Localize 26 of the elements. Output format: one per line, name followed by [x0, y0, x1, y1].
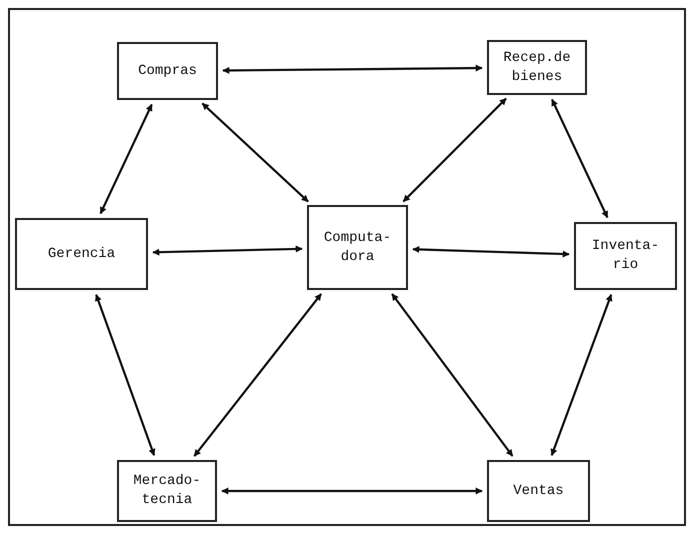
- box-label: Mercado- tecnia: [132, 472, 202, 510]
- double-arrow: [193, 293, 322, 457]
- process-box: [487, 460, 590, 522]
- double-arrow: [100, 104, 153, 214]
- double-arrow: [412, 246, 570, 258]
- double-arrow: [221, 488, 483, 494]
- process-box: [574, 222, 677, 290]
- process-box: [15, 218, 148, 290]
- process-box: [307, 205, 408, 290]
- process-box: [117, 42, 218, 100]
- double-arrow: [551, 98, 608, 218]
- process-box: [117, 460, 217, 522]
- double-arrow: [402, 98, 507, 202]
- process-box: [487, 40, 587, 95]
- box-label: Ventas: [513, 482, 564, 500]
- double-arrow: [202, 102, 309, 202]
- double-arrow: [222, 64, 483, 74]
- box-label: Compras: [138, 62, 197, 80]
- box-label: Computa- dora: [322, 228, 392, 266]
- box-label: Gerencia: [48, 244, 116, 264]
- box-label: Inventa- rio: [590, 237, 660, 275]
- double-arrow: [550, 294, 612, 456]
- double-arrow: [95, 294, 156, 456]
- double-arrow: [152, 245, 303, 256]
- double-arrow: [391, 293, 514, 457]
- box-label: Recep.de bienes: [502, 48, 572, 86]
